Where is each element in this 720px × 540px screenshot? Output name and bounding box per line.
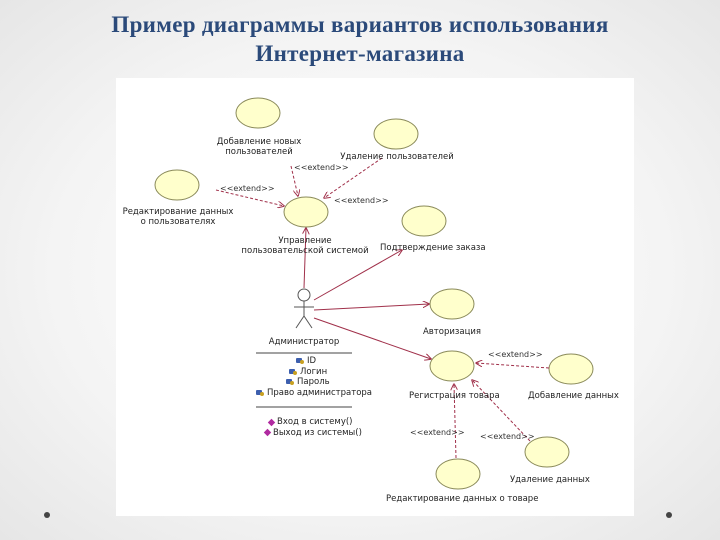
use-case-user-management [283, 196, 329, 228]
extend-delete-users [324, 157, 383, 198]
use-case-delete-users [373, 118, 419, 150]
attribute-label: Пароль [297, 377, 330, 387]
label-order-confirmation: Подтверждение заказа [380, 243, 486, 253]
stereotype-extend-delete-users: <<extend>> [334, 196, 389, 205]
stereotype-extend-edit-product-data: <<extend>> [410, 428, 465, 437]
extend-add-data [476, 363, 550, 369]
operation-label: Вход в систему() [277, 417, 353, 427]
actor-administrator-name: Администратор [268, 337, 340, 347]
attribute-icon [286, 378, 295, 386]
attribute-label: Логин [300, 366, 328, 377]
operation-row: Выход из системы() [263, 427, 362, 439]
actor-operation-list: Вход в систему() Выход из системы() [263, 417, 362, 439]
use-case-add-data [548, 353, 594, 385]
slide-title: Пример диаграммы вариантов использования… [0, 10, 720, 68]
attribute-row: Пароль [286, 377, 372, 388]
attribute-icon [289, 368, 298, 376]
stereotype-extend-edit-user-data: <<extend>> [220, 184, 275, 193]
label-user-management: Управление пользовательской системой [241, 236, 369, 256]
stereotype-extend-delete-data: <<extend>> [480, 432, 535, 441]
operation-icon [263, 429, 272, 437]
label-add-users: Добавление новых пользователей [216, 137, 302, 157]
association-product-registration [313, 317, 431, 359]
association-user-management [304, 228, 306, 289]
slide-dot-right [666, 512, 672, 518]
attribute-row: ID [296, 356, 372, 367]
label-product-registration: Регистрация товара [409, 391, 500, 401]
association-order-confirmation [313, 250, 402, 301]
use-case-edit-user-data [154, 169, 200, 201]
actor-attribute-list: ID Логин Пароль Право администратора [256, 356, 372, 398]
extend-delete-data [472, 380, 531, 442]
operation-row: Вход в систему() [267, 417, 362, 428]
use-case-delete-data [524, 436, 570, 468]
extend-edit-product-data [454, 384, 456, 459]
diagram-canvas [154, 97, 594, 490]
label-edit-user-data: Редактирование данных о пользователях [122, 207, 234, 227]
association-authorization [313, 304, 429, 311]
slide-title-line-2: Интернет-магазина [255, 41, 465, 66]
attribute-label: ID [307, 356, 317, 366]
label-edit-product-data: Редактирование данных о товаре [386, 494, 539, 504]
label-delete-users: Удаление пользователей [340, 152, 454, 162]
label-delete-data: Удаление данных [510, 475, 590, 485]
attribute-row: Право администратора [256, 388, 372, 399]
use-case-product-registration [429, 350, 475, 382]
use-case-edit-product-data [435, 458, 481, 490]
attribute-label: Право администратора [267, 387, 372, 398]
slide-title-line-1: Пример диаграммы вариантов использования [111, 12, 609, 37]
stereotype-extend-add-users: <<extend>> [294, 163, 349, 172]
use-case-diagram: Добавление новых пользователей Удаление … [116, 78, 634, 516]
operation-icon [267, 418, 276, 426]
attribute-icon [296, 357, 305, 365]
slide-dot-left [44, 512, 50, 518]
stereotype-extend-add-data: <<extend>> [488, 350, 543, 359]
attribute-icon [256, 389, 265, 397]
attribute-row: Логин [289, 367, 372, 378]
label-authorization: Авторизация [422, 327, 482, 337]
label-add-data: Добавление данных [528, 391, 619, 401]
actor-administrator-figure [294, 288, 314, 329]
operation-label: Выход из системы() [273, 427, 362, 438]
use-case-add-users [235, 97, 281, 129]
use-case-authorization [429, 288, 475, 320]
use-case-order-confirmation [401, 205, 447, 237]
extend-add-users [290, 165, 298, 196]
extend-edit-user-data [215, 189, 284, 206]
